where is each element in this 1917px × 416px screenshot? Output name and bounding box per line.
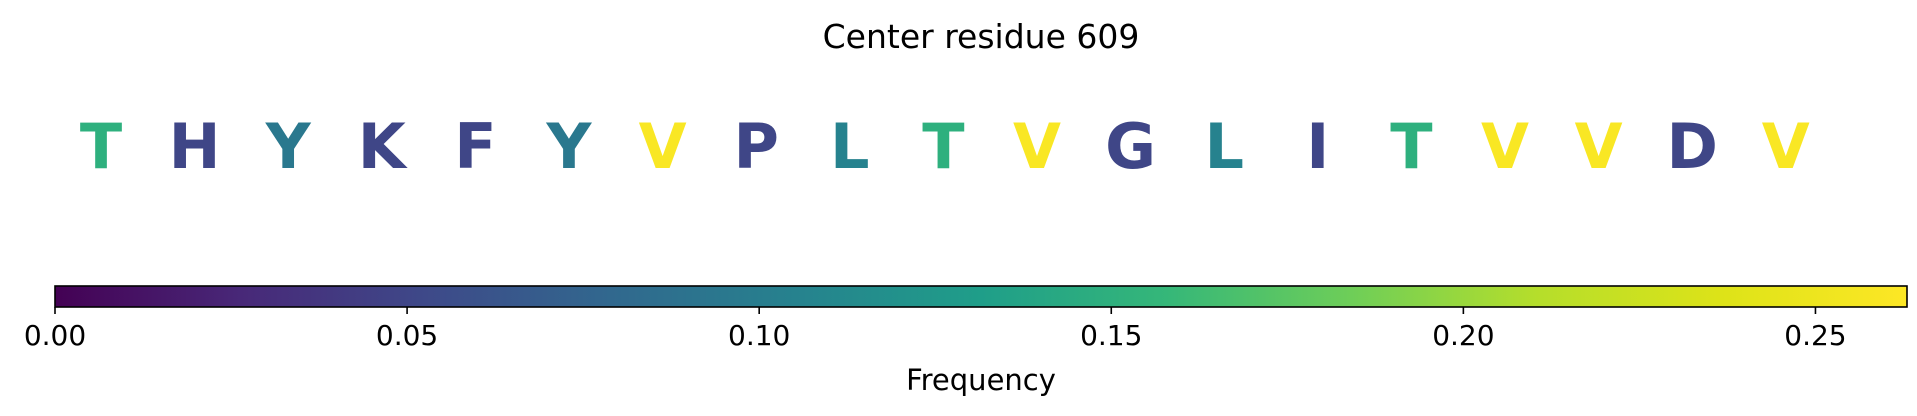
colorbar-label: Frequency [906,363,1056,397]
residue-letter: L [1204,110,1244,183]
colorbar-ticks: 0.00 0.05 0.10 0.15 0.20 0.25 [24,307,1847,352]
residue-letter: V [1762,110,1810,183]
residue-letter: V [1013,110,1061,183]
colorbar-tick-label: 0.20 [1432,319,1494,352]
residue-letter: I [1306,110,1329,183]
chart-title: Center residue 609 [823,17,1140,56]
colorbar-tick-label: 0.15 [1080,319,1142,352]
residue-letter: K [358,110,408,183]
colorbar-tick-label: 0.10 [728,319,790,352]
residue-letter: P [733,110,778,183]
residue-letter: D [1666,110,1717,183]
residue-letter: H [169,110,221,183]
colorbar-gradient [54,285,1908,308]
residue-letter: L [830,110,870,183]
residue-letter: F [454,110,496,183]
residue-letter: V [1481,110,1529,183]
residue-letter: V [1575,110,1623,183]
residue-letter: T [922,110,964,183]
residue-letter: T [1390,110,1432,183]
residue-letter: V [639,110,687,183]
colorbar: 0.00 0.05 0.10 0.15 0.20 0.25 [24,285,1908,352]
residue-letter: G [1105,110,1156,183]
residue-letter: Y [546,110,593,183]
colorbar-tick-label: 0.00 [24,319,86,352]
residue-letter: Y [265,110,312,183]
colorbar-tick-label: 0.25 [1784,319,1846,352]
colorbar-tick-label: 0.05 [376,319,438,352]
residue-letter: T [80,110,122,183]
